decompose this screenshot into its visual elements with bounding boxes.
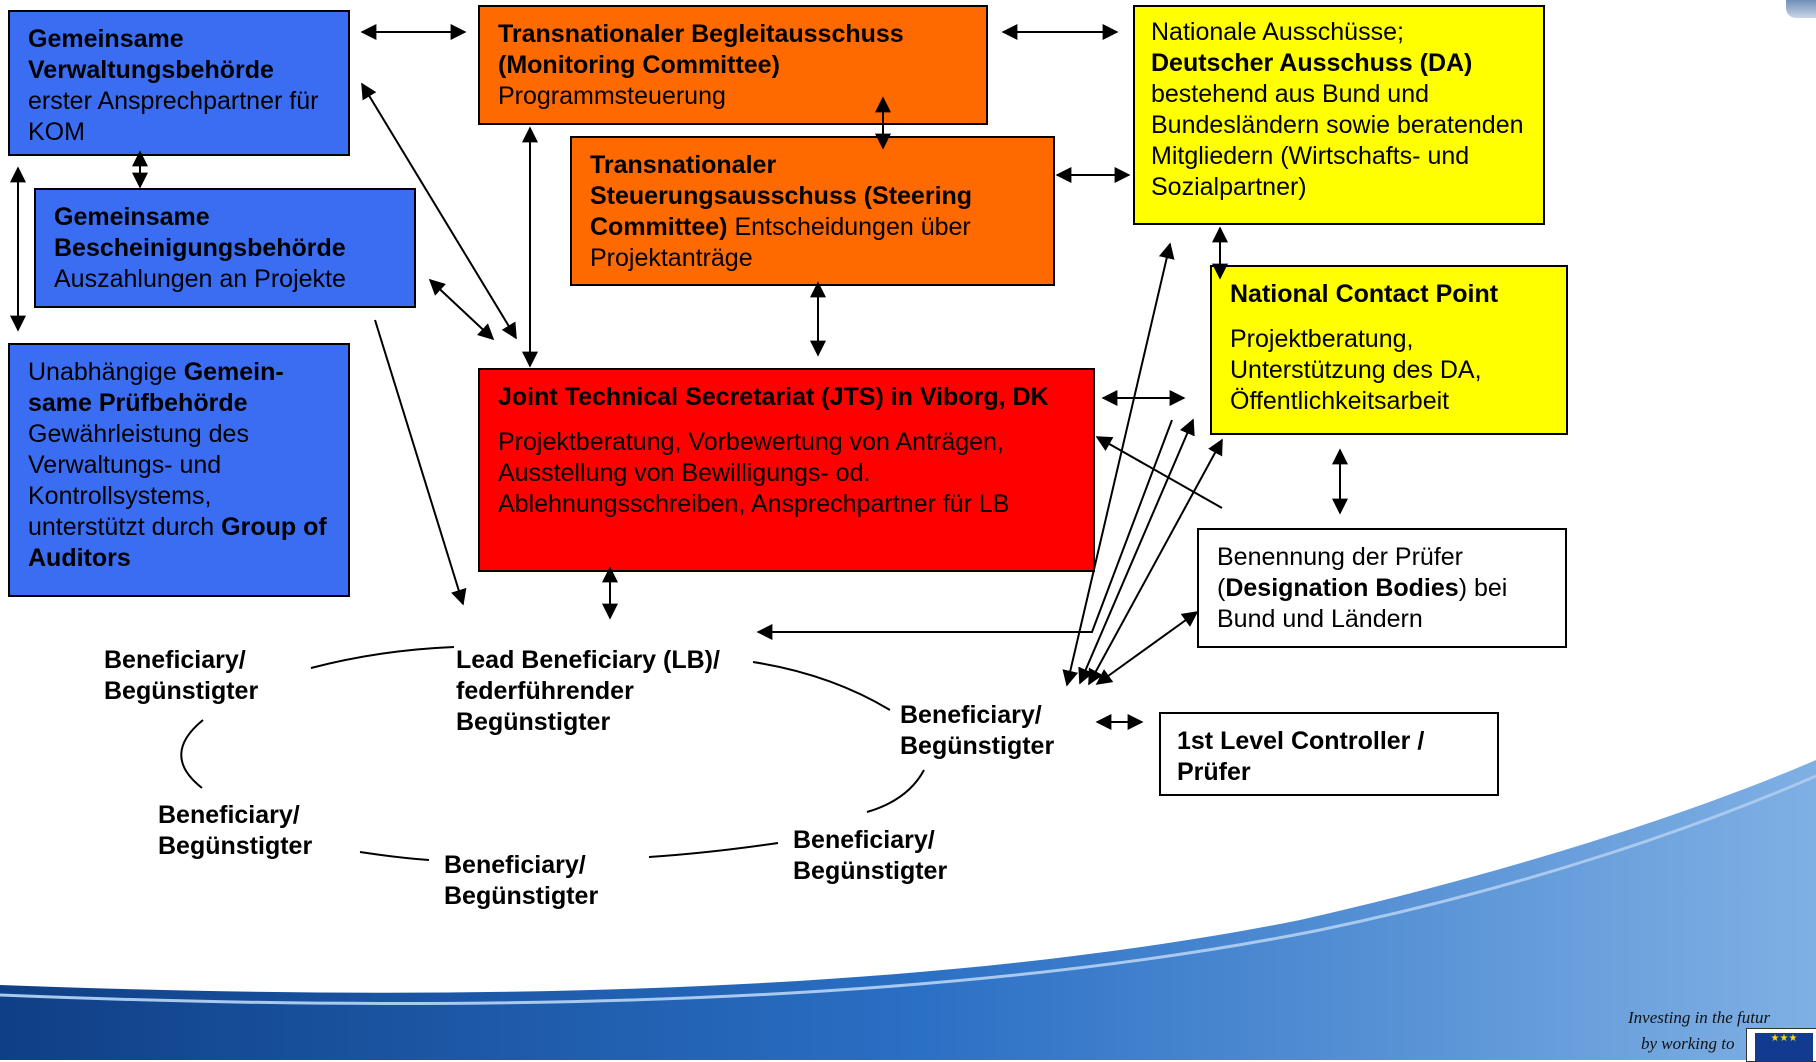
arrow-designation-lb (756, 419, 1173, 640)
certifying-authority-box: Gemeinsame Bescheinigungsbehörde Auszahl… (34, 188, 416, 308)
audit-authority-box: Unabhängige Gemein-same Prüfbehörde Gewä… (8, 343, 350, 597)
jts-box: Joint Technical Secretariat (JTS) in Vib… (478, 368, 1095, 572)
arrow-ca-jts (428, 278, 495, 341)
cycle-curve-3 (866, 769, 925, 813)
designation-bodies-box: Benennung der Prüfer (Designation Bodies… (1197, 528, 1567, 648)
eu-flag-logo: ★★★ (1746, 1028, 1816, 1062)
arrow-ben-designation (1095, 611, 1199, 685)
beneficiary-left-label: Beneficiary/ Begünstigter (104, 646, 259, 705)
steering-committee-box: Transnationaler Steuerungsausschuss (Ste… (570, 136, 1055, 286)
arrow-ca-lb (374, 319, 467, 606)
investing-text: Investing in the futur (1628, 1008, 1771, 1027)
cycle-curve-6 (180, 719, 204, 789)
beneficiary-right-label: Beneficiary/ Begünstigter (900, 701, 1055, 760)
cycle-curve-2 (752, 661, 891, 711)
cycle-curve-4 (648, 842, 779, 858)
lead-beneficiary-label: Lead Beneficiary (LB)/ federführender Be… (456, 646, 720, 736)
corner-logo (1786, 0, 1816, 18)
flag-field: ★★★ (1755, 1033, 1813, 1061)
arrow-ben-ncp2 (1088, 438, 1223, 686)
first-level-controller-box: 1st Level Controller / Prüfer (1159, 712, 1499, 796)
beneficiary-bottom-mid-label: Beneficiary/ Begünstigter (444, 851, 599, 910)
arrow-ma-jts (361, 82, 517, 340)
beneficiary-bottom-left-label: Beneficiary/ Begünstigter (158, 801, 313, 860)
national-committees-box: Nationale Ausschüsse; Deutscher Ausschus… (1133, 5, 1545, 225)
cycle-curve-5 (359, 851, 430, 861)
managing-authority-box: Gemeinsame Verwaltungsbehörde erster Ans… (8, 10, 350, 156)
beneficiary-bottom-right-label: Beneficiary/ Begünstigter (793, 826, 948, 885)
cycle-curve-1 (310, 646, 455, 669)
monitoring-committee-box: Transnationaler Begleitausschuss (Monito… (478, 5, 988, 125)
working-text: by working to (1641, 1034, 1735, 1053)
national-contact-point-box: National Contact Point Projektberatung, … (1210, 265, 1568, 435)
